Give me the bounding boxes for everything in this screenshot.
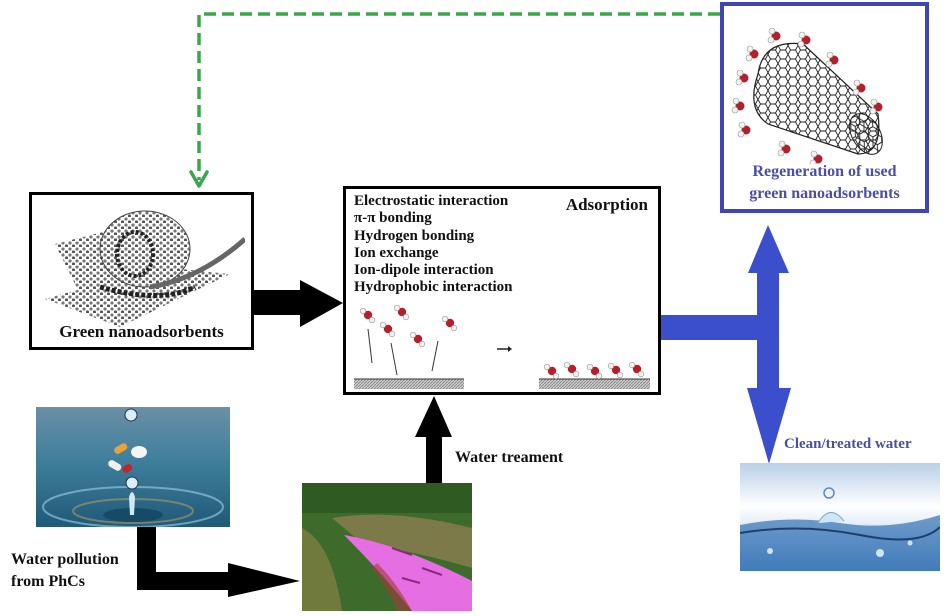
graphene-nanotube-image [45, 210, 245, 327]
regeneration-label-line2: green nanoadsorbents [749, 185, 900, 202]
water-molecule [379, 321, 396, 338]
green-nanoadsorbents-label: Green nanoadsorbents [59, 322, 224, 341]
pollution-label: Water pollution from PhCs [11, 549, 119, 593]
regeneration-label-line1: Regeneration of used [752, 163, 897, 180]
water-molecule [409, 331, 426, 348]
adsorption-box: Electrostatic interaction π-π bonding Hy… [343, 186, 661, 395]
mechanism-item: Hydrogen bonding [354, 227, 475, 244]
mechanism-item: Ion-dipole interaction [354, 262, 494, 279]
clean-water-image [740, 463, 940, 571]
mechanism-list: Electrostatic interaction π-π bonding Hy… [354, 193, 512, 297]
dashed-feedback-arrow [189, 12, 720, 188]
adsorbed-molecule [586, 363, 603, 380]
clean-water-label: Clean/treated water [784, 436, 912, 452]
adsorption-title: Adsorption [565, 195, 648, 214]
carbon-nanotube-image [731, 27, 883, 164]
mechanism-item: Electrostatic interaction [354, 193, 509, 209]
arrow-river-to-adsorption [415, 396, 452, 483]
water-molecule [359, 307, 376, 324]
fall-arrow [367, 328, 373, 364]
mechanism-item: Ion exchange [354, 244, 439, 261]
pollution-label-line2: from PhCs [11, 573, 85, 590]
polluted-river-image [302, 483, 472, 611]
blue-double-arrow [660, 225, 791, 464]
adsorbed-molecule [607, 362, 624, 379]
mechanism-item: π-π bonding [354, 210, 432, 227]
water-treatment-label: Water treament [455, 449, 564, 466]
arrow-nanoadsorbents-to-adsorption [254, 280, 343, 327]
regeneration-label: Regeneration of used green nanoadsorbent… [724, 161, 925, 205]
adsorbed-molecule [543, 363, 560, 380]
water-molecule [393, 304, 410, 321]
adsorption-illustration [354, 304, 650, 389]
fall-arrow [390, 342, 398, 376]
mechanism-item: Hydrophobic interaction [354, 279, 513, 296]
adsorbed-molecule [628, 361, 645, 378]
arrow-pollution-to-river [137, 525, 300, 597]
pollution-label-line1: Water pollution [11, 551, 119, 568]
regeneration-box: Regeneration of used green nanoadsorbent… [720, 2, 929, 213]
water-molecule [441, 315, 458, 332]
green-nanoadsorbents-box: Green nanoadsorbents [29, 192, 254, 350]
fall-arrow [431, 340, 439, 372]
water-drop-pills-image [36, 407, 230, 527]
adsorbed-molecule [563, 361, 580, 378]
